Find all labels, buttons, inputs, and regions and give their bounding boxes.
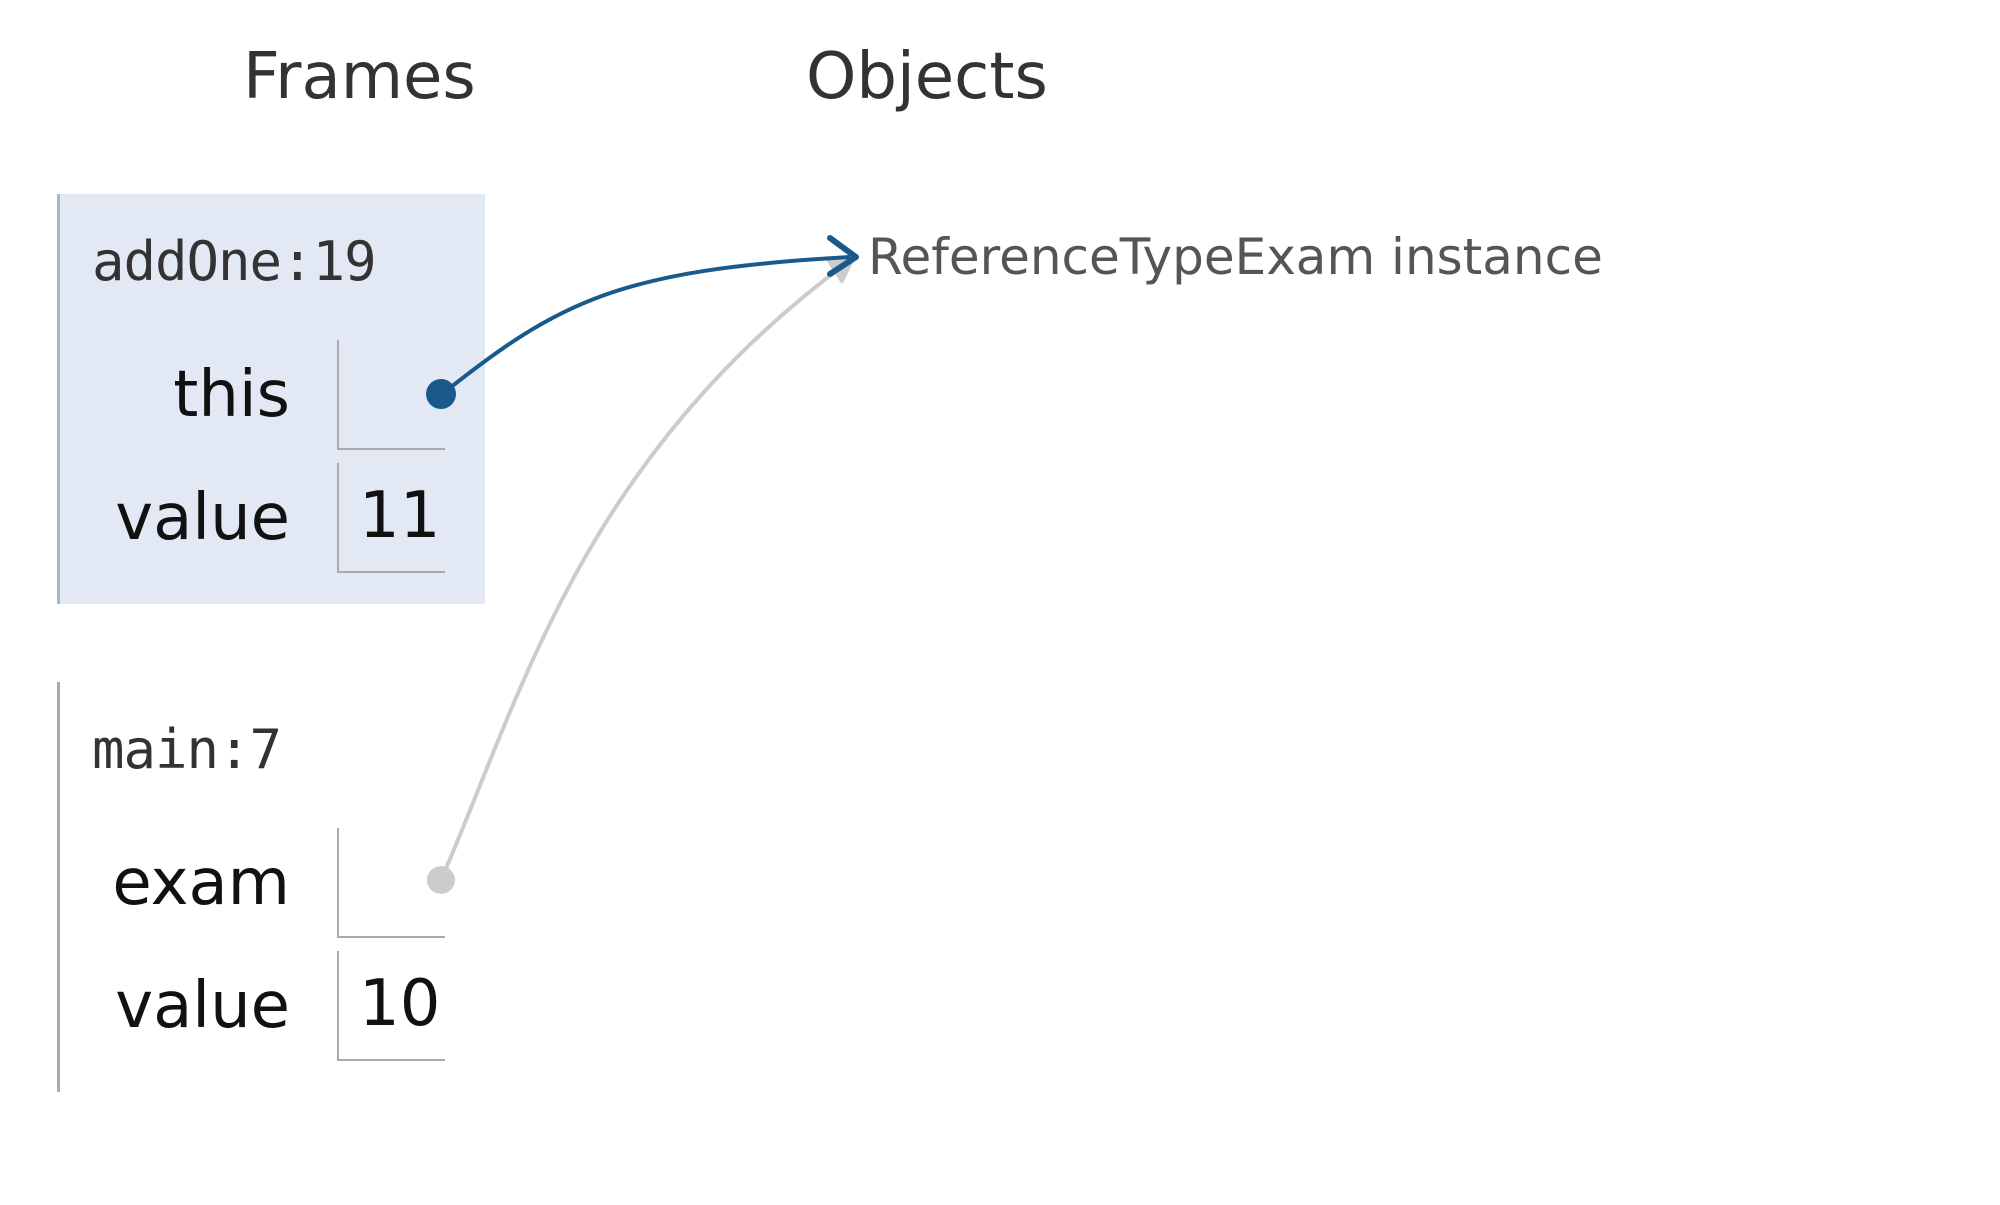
heap-object-reference-type-exam[interactable]: ReferenceTypeExam instance (868, 228, 1603, 286)
variable-value-box (337, 340, 445, 450)
arrowhead-icon (827, 235, 859, 277)
pointer-arrow-exam (439, 260, 850, 881)
variable-row-value: value 11 (60, 463, 488, 573)
arrowhead-icon (826, 253, 857, 284)
variable-value-box: 10 (337, 951, 445, 1061)
objects-header: Objects (806, 40, 1048, 114)
variable-name: exam (112, 846, 290, 920)
variable-value: 11 (359, 479, 441, 553)
stack-frame-main[interactable]: main:7 exam value 10 (57, 682, 485, 1092)
frames-header: Frames (243, 40, 476, 114)
variable-row-exam: exam (60, 828, 488, 938)
variable-value-box (337, 828, 445, 938)
variable-name: this (173, 358, 290, 432)
variable-name: value (115, 969, 290, 1043)
frame-name: addOne:19 (92, 230, 377, 293)
frame-name: main:7 (92, 718, 282, 781)
variable-value: 10 (359, 967, 441, 1041)
variable-name: value (115, 481, 290, 555)
stack-frame-addone[interactable]: addOne:19 this value 11 (57, 194, 485, 604)
variable-row-this: this (60, 340, 488, 450)
variable-value-box: 11 (337, 463, 445, 573)
pointer-arrow-this (439, 255, 851, 397)
variable-row-value: value 10 (60, 951, 488, 1061)
